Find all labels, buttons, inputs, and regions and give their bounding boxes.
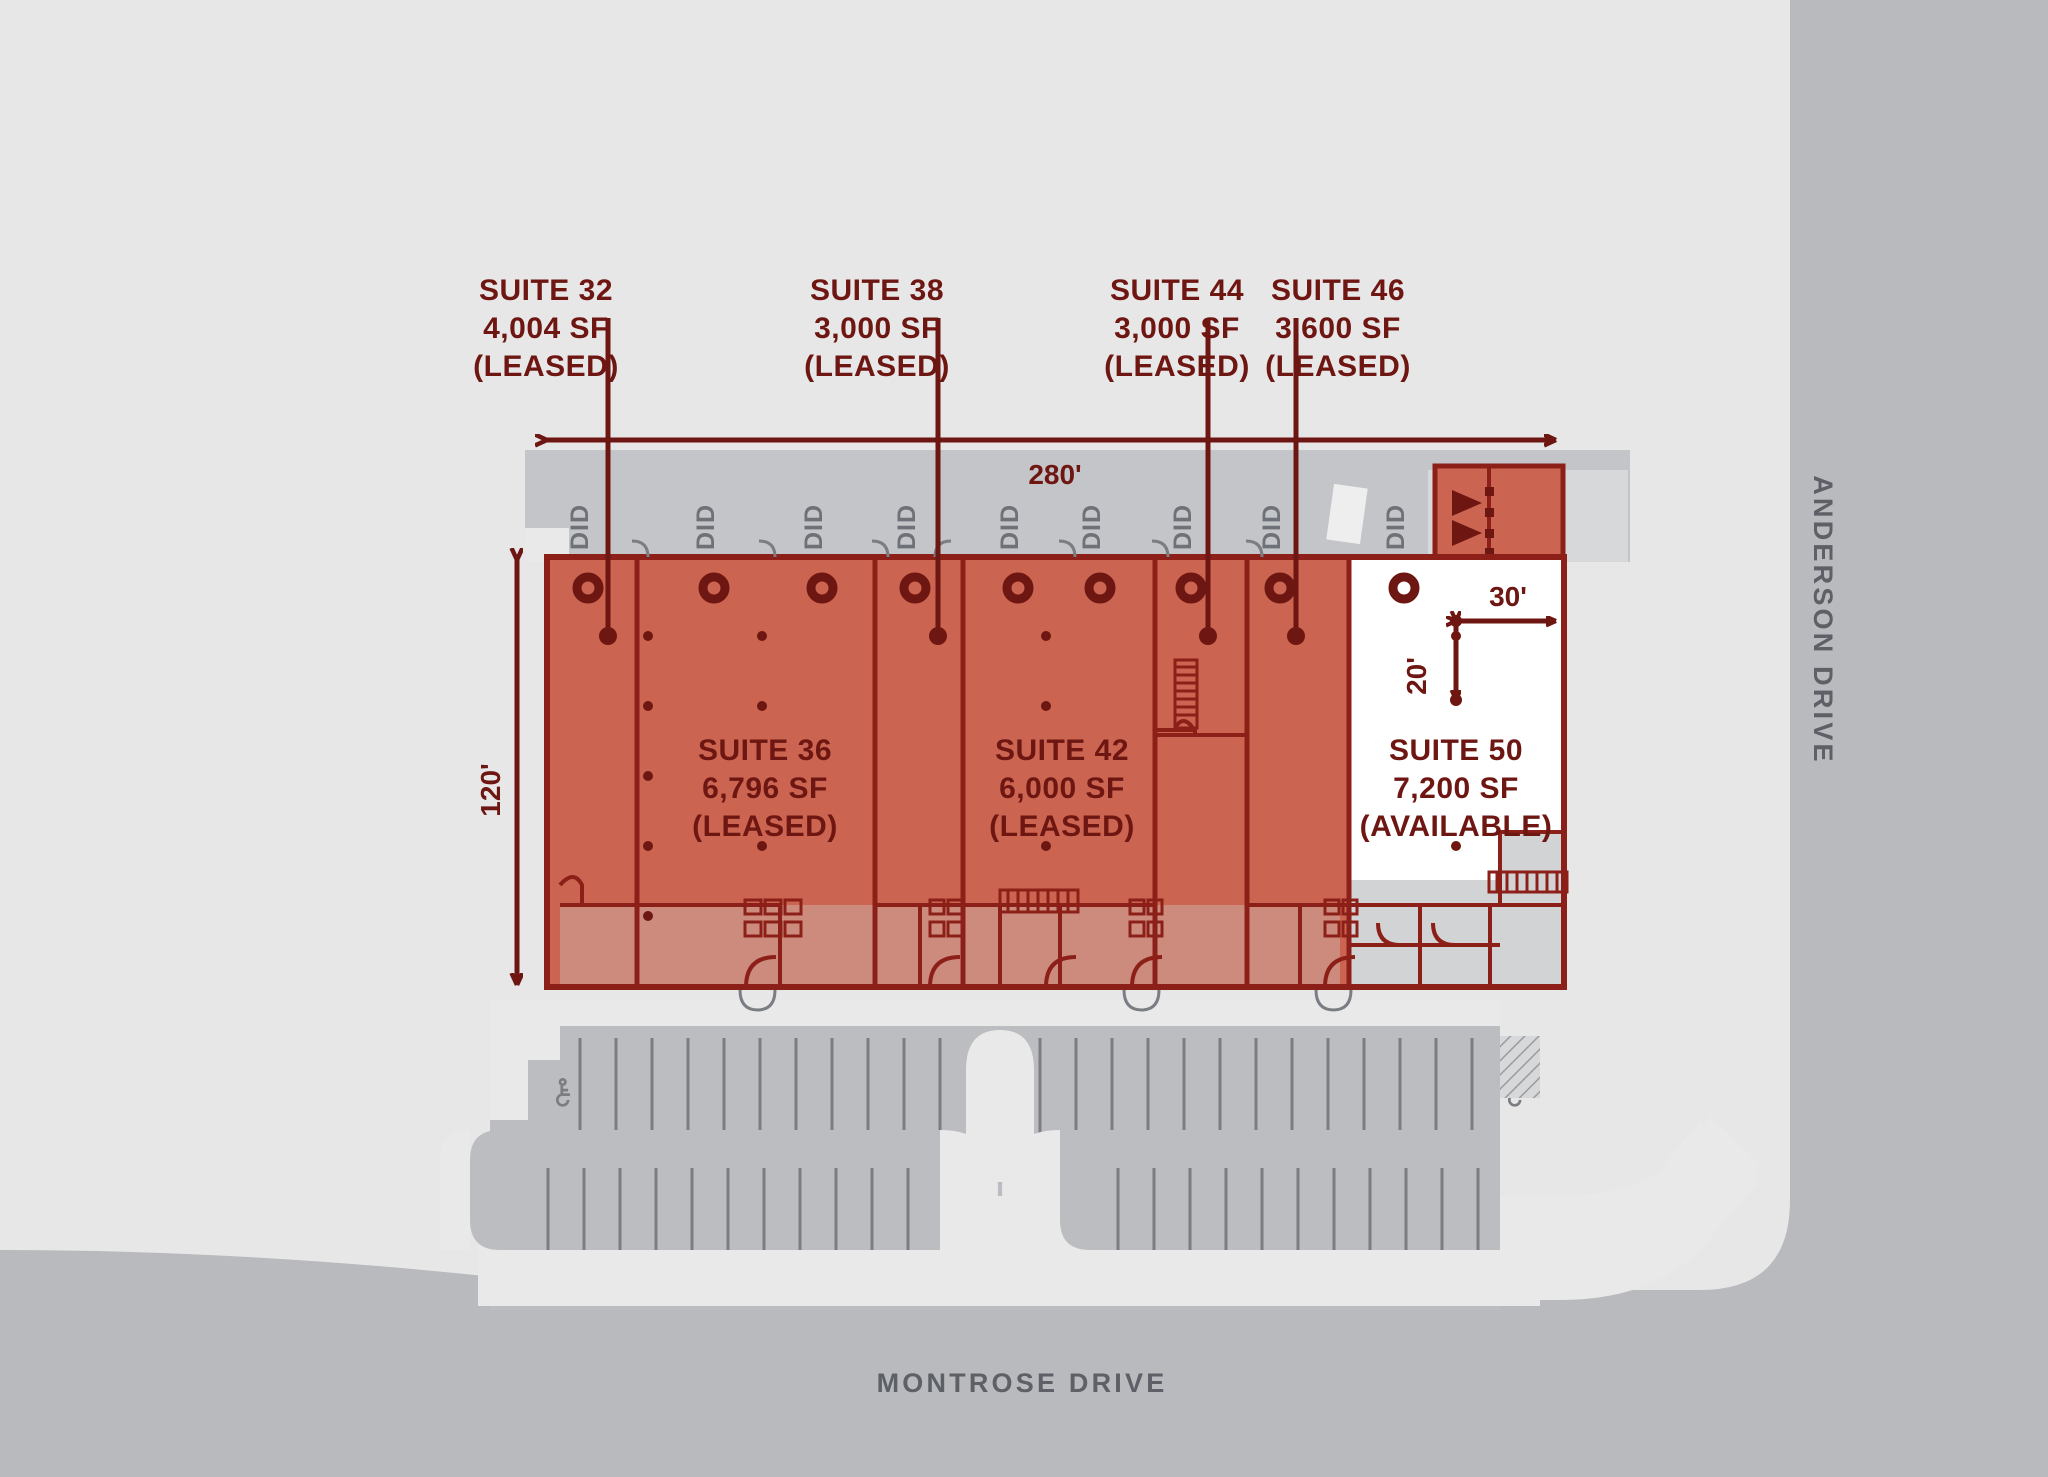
dock-label-did-2: DID — [692, 504, 720, 550]
dock-door-icon — [899, 572, 931, 604]
callout-suite-32-name: SUITE 32 — [479, 274, 613, 307]
road-label-montrose-drive: MONTROSE DRIVE — [877, 1368, 1168, 1398]
suite-36-status: (LEASED) — [692, 810, 838, 843]
callout-leader-dots — [599, 627, 1305, 645]
callout-suite-32[interactable]: SUITE 32 4,004 SF (LEASED) — [473, 274, 619, 383]
callout-suite-38-area: 3,000 SF — [814, 312, 940, 345]
suite-50-name: SUITE 50 — [1389, 734, 1523, 767]
dock-label-did-1: DID — [566, 504, 594, 550]
dimension-label-120: 120' — [475, 763, 506, 816]
dock-label-did-4: DID — [893, 504, 921, 550]
callout-suite-46-status: (LEASED) — [1265, 350, 1411, 383]
drive-corner — [1500, 1116, 1760, 1276]
truck-dock-arrow-icon — [1452, 490, 1482, 546]
callout-suite-32-status: (LEASED) — [473, 350, 619, 383]
dock-door-icon — [1002, 572, 1034, 604]
dock-door-icon — [1388, 572, 1420, 604]
hatched-pad — [1500, 1036, 1540, 1098]
callout-suite-44[interactable]: SUITE 44 3,000 SF (LEASED) — [1104, 274, 1250, 383]
dimension-label-280: 280' — [1028, 459, 1081, 490]
dock-door-icon — [698, 572, 730, 604]
callout-suite-46-area: 3,600 SF — [1275, 312, 1401, 345]
callout-suite-46-name: SUITE 46 — [1271, 274, 1405, 307]
door-swings — [744, 922, 1456, 988]
callout-suite-44-area: 3,000 SF — [1114, 312, 1240, 345]
callout-leaders — [605, 318, 1299, 636]
exterior-doors — [738, 989, 1353, 1012]
suite-label-42[interactable]: SUITE 42 6,000 SF (LEASED) — [989, 734, 1135, 843]
dock-label-did-6: DID — [1078, 504, 1106, 550]
column-grid-dots — [643, 631, 1461, 921]
building-outline — [544, 554, 1567, 990]
dimension-label-30: 30' — [1489, 581, 1527, 612]
dimension-label-20: 20' — [1401, 657, 1432, 695]
interior-office-strip — [560, 905, 1340, 987]
suite-label-36[interactable]: SUITE 36 6,796 SF (LEASED) — [692, 734, 838, 843]
callout-suite-32-area: 4,004 SF — [483, 312, 609, 345]
dock-door-icon — [1175, 572, 1207, 604]
dock-label-did-7: DID — [1169, 504, 1197, 550]
road-label-anderson-drive: ANDERSON DRIVE — [1808, 475, 1838, 764]
dock-door-icon — [1084, 572, 1116, 604]
callout-suite-38[interactable]: SUITE 38 3,000 SF (LEASED) — [804, 274, 950, 383]
dock-door-icon — [572, 572, 604, 604]
dimension-bay-20 — [1450, 621, 1462, 706]
callout-suite-44-status: (LEASED) — [1104, 350, 1250, 383]
dock-label-did-9: DID — [1382, 504, 1410, 550]
suite-50-area: 7,200 SF — [1393, 772, 1519, 805]
dock-door-icon — [1264, 572, 1296, 604]
dimension-width-280 — [547, 428, 1556, 560]
dock-door-markers — [572, 572, 1420, 604]
suite-label-50[interactable]: SUITE 50 7,200 SF (AVAILABLE) — [1360, 734, 1553, 843]
building-footprint — [544, 463, 1569, 1012]
dock-door-icon — [806, 572, 838, 604]
suite-36-name: SUITE 36 — [698, 734, 832, 767]
suite-42-area: 6,000 SF — [999, 772, 1125, 805]
suite-50-status: (AVAILABLE) — [1360, 810, 1553, 843]
restroom-fixtures — [743, 898, 1359, 938]
suite-36-area: 6,796 SF — [702, 772, 828, 805]
callout-suite-44-name: SUITE 44 — [1110, 274, 1244, 307]
suite-42-name: SUITE 42 — [995, 734, 1129, 767]
stair-symbol — [998, 658, 1569, 914]
callout-suite-38-name: SUITE 38 — [810, 274, 944, 307]
callout-suite-38-status: (LEASED) — [804, 350, 950, 383]
dock-label-did-8: DID — [1258, 504, 1286, 550]
lower-parking-detail — [440, 1130, 1540, 1306]
dock-label-did-5: DID — [996, 504, 1024, 550]
parking-stalls-upper — [578, 1038, 1474, 1142]
callout-suite-46[interactable]: SUITE 46 3,600 SF (LEASED) — [1265, 274, 1411, 383]
dock-label-did-3: DID — [800, 504, 828, 550]
suite-42-status: (LEASED) — [989, 810, 1135, 843]
